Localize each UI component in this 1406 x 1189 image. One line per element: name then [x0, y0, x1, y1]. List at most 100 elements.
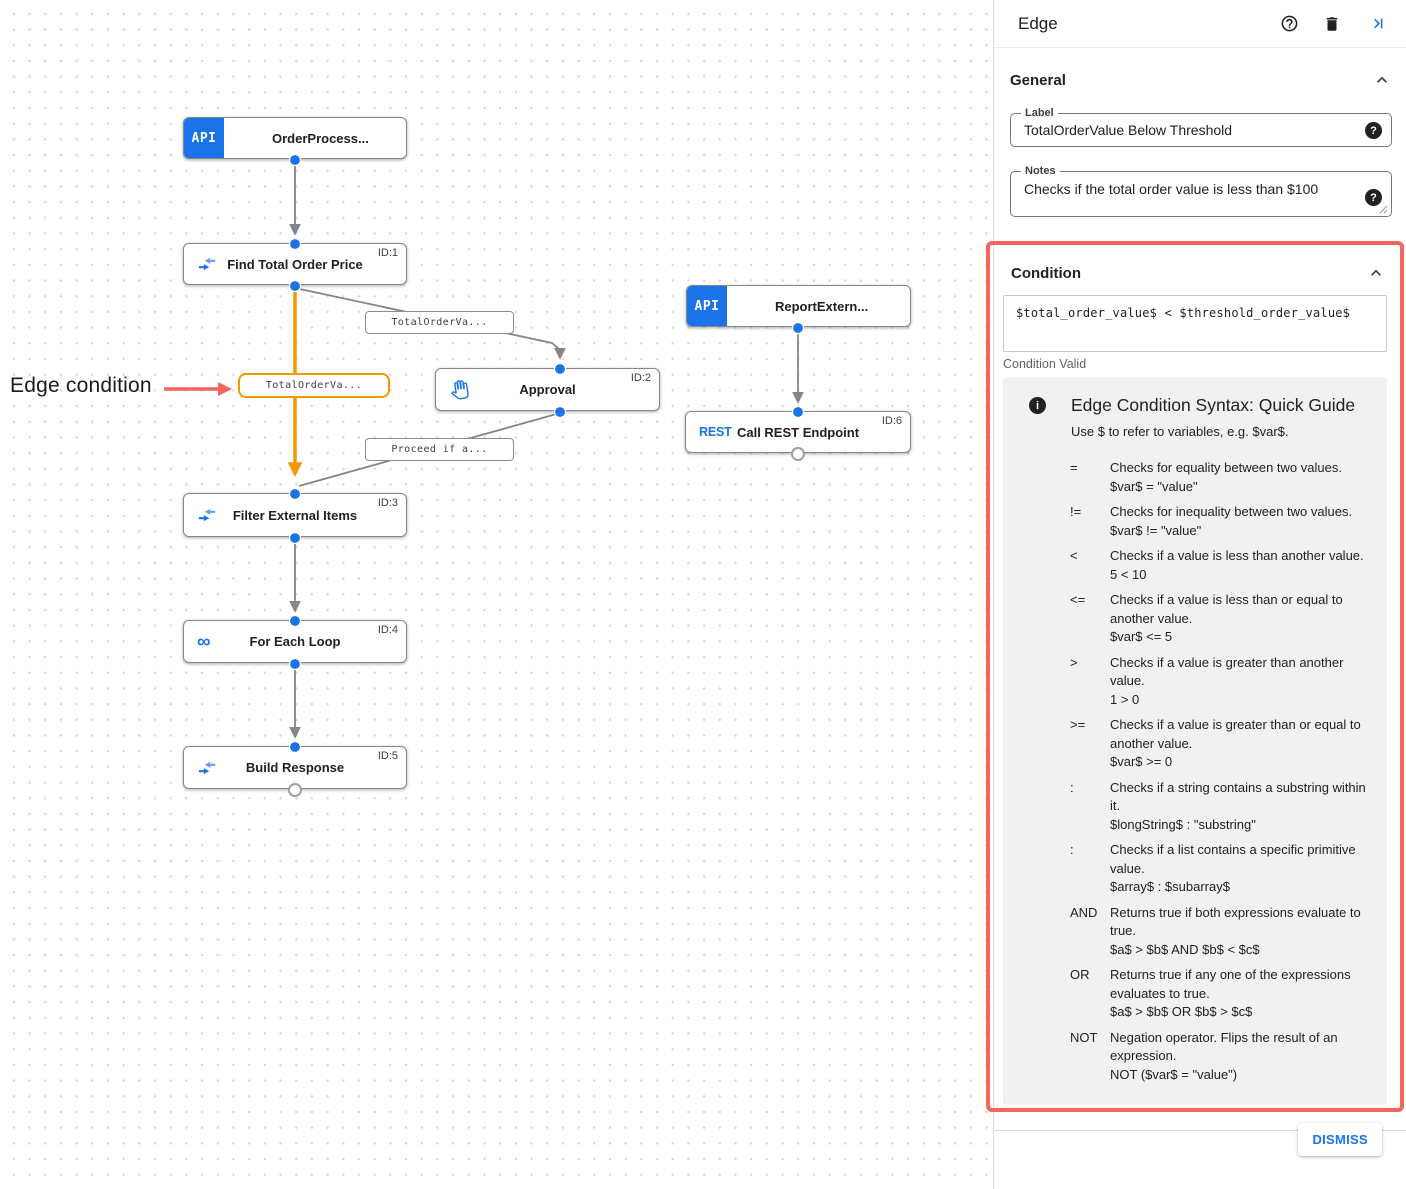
guide-row: > Checks if a value is greater than anot…	[1070, 654, 1371, 710]
guide-desc: Checks if a value is less than another v…	[1110, 548, 1364, 563]
notes-field[interactable]: Notes Checks if the total order value is…	[1010, 165, 1392, 217]
delete-edge-button[interactable]	[1323, 15, 1341, 33]
node-id-badge: ID:6	[881, 415, 902, 427]
port[interactable]	[288, 153, 302, 167]
notes-field-value[interactable]: Checks if the total order value is less …	[1024, 181, 1319, 197]
collapse-panel-icon[interactable]	[1365, 14, 1384, 33]
guide-op: <=	[1070, 592, 1086, 607]
guide-desc: Checks if a value is greater than or equ…	[1110, 717, 1361, 751]
edge-condition-annotation: Edge condition	[10, 374, 152, 397]
panel-title: Edge	[1018, 13, 1058, 33]
collapse-general-icon[interactable]	[1372, 70, 1392, 90]
guide-row: < Checks if a value is less than another…	[1070, 547, 1371, 584]
label-help-icon[interactable]: ?	[1365, 122, 1382, 139]
guide-row: NOT Negation operator. Flips the result …	[1070, 1029, 1371, 1085]
guide-row: <= Checks if a value is less than or equ…	[1070, 591, 1371, 647]
edge-label-totalorderva-approval[interactable]: TotalOrderVa...	[365, 311, 514, 334]
edge-label-totalorderva-selected[interactable]: TotalOrderVa...	[238, 373, 390, 398]
guide-desc: Returns true if both expressions evaluat…	[1110, 904, 1361, 939]
guide-op: :	[1070, 779, 1074, 795]
guide-example: $longString$ : "substring"	[1110, 816, 1256, 832]
node-id-badge: ID:3	[377, 497, 398, 509]
condition-expression-input[interactable]: $total_order_value$ < $threshold_order_v…	[1003, 295, 1387, 352]
approval-hand-icon	[448, 378, 471, 402]
guide-intro: Use $ to refer to variables, e.g. $var$.	[1071, 424, 1289, 439]
condition-heading: Condition	[1011, 264, 1081, 282]
guide-example: $a$ > $b$ OR $b$ > $c$	[1110, 1004, 1253, 1019]
general-section: General Label TotalOrderValue Below Thre…	[994, 48, 1406, 217]
guide-example: $var$ = "value"	[1110, 478, 1198, 494]
guide-desc: Returns true if any one of the expressio…	[1110, 967, 1351, 1001]
guide-row: : Checks if a list contains a specific p…	[1070, 841, 1371, 897]
guide-example: NOT ($var$ = "value")	[1110, 1066, 1238, 1082]
panel-footer-divider	[994, 1130, 1406, 1131]
dismiss-button[interactable]: DISMISS	[1298, 1123, 1382, 1156]
node-id-badge: ID:2	[630, 372, 651, 384]
node-orderprocess[interactable]: API OrderProcess...	[183, 117, 407, 159]
port[interactable]	[288, 487, 302, 501]
port[interactable]	[791, 405, 805, 419]
general-heading: General	[1010, 71, 1066, 89]
guide-example: $var$ >= 0	[1110, 754, 1173, 769]
guide-example: $a$ > $b$ AND $b$ < $c$	[1110, 941, 1260, 957]
guide-op: >=	[1070, 717, 1086, 732]
node-title: Find Total Order Price	[227, 256, 363, 272]
guide-op: >	[1070, 654, 1078, 670]
node-build-response[interactable]: Build Response ID:5	[183, 746, 407, 789]
port[interactable]	[288, 614, 302, 628]
notes-help-icon[interactable]: ?	[1365, 189, 1382, 206]
node-reportextern[interactable]: API ReportExtern...	[686, 285, 911, 327]
guide-op: AND	[1070, 904, 1098, 920]
help-button[interactable]	[1280, 14, 1299, 33]
node-approval[interactable]: Approval ID:2	[435, 368, 660, 411]
guide-desc: Checks if a value is greater than anothe…	[1110, 654, 1344, 689]
edge-label-proceed-if[interactable]: Proceed if a...	[365, 438, 514, 461]
guide-row: OR Returns true if any one of the expres…	[1070, 966, 1371, 1022]
guide-example: 5 < 10	[1110, 566, 1147, 582]
data-mapping-icon	[197, 257, 217, 272]
guide-row: : Checks if a string contains a substrin…	[1070, 779, 1371, 835]
guide-op: OR	[1070, 967, 1090, 982]
guide-op: <	[1070, 548, 1078, 563]
node-id-badge: ID:5	[377, 750, 398, 762]
port[interactable]	[553, 405, 567, 419]
guide-row: = Checks for equality between two values…	[1070, 459, 1371, 496]
port[interactable]	[288, 279, 302, 293]
guide-title: Edge Condition Syntax: Quick Guide	[1071, 395, 1356, 415]
port-open[interactable]	[791, 447, 805, 461]
node-title: Filter External Items	[232, 507, 358, 523]
condition-valid-status: Condition Valid	[1003, 357, 1087, 371]
collapse-condition-icon[interactable]	[1366, 263, 1386, 283]
port[interactable]	[791, 321, 805, 335]
guide-op: =	[1070, 460, 1078, 475]
annotation-arrow	[164, 382, 232, 396]
port[interactable]	[288, 740, 302, 754]
node-for-each-loop[interactable]: ∞ For Each Loop ID:4	[183, 620, 407, 663]
guide-desc: Checks for inequality between two values…	[1110, 504, 1353, 519]
label-field-value[interactable]: TotalOrderValue Below Threshold	[1024, 122, 1233, 138]
guide-example: $var$ != "value"	[1110, 522, 1202, 538]
info-icon: i	[1029, 397, 1046, 414]
api-trigger-icon: API	[687, 286, 727, 326]
guide-desc: Negation operator. Flips the result of a…	[1110, 1029, 1338, 1064]
node-title: OrderProcess...	[272, 130, 369, 146]
node-title: Call REST Endpoint	[736, 424, 860, 440]
port-open[interactable]	[288, 783, 302, 797]
port[interactable]	[288, 237, 302, 251]
resize-handle-icon[interactable]	[1379, 205, 1388, 214]
api-trigger-icon: API	[184, 118, 224, 158]
port[interactable]	[288, 657, 302, 671]
label-field[interactable]: Label TotalOrderValue Below Threshold ?	[1010, 107, 1392, 147]
port[interactable]	[553, 362, 567, 376]
guide-rows: = Checks for equality between two values…	[1070, 459, 1371, 1084]
guide-row: AND Returns true if both expressions eva…	[1070, 904, 1371, 960]
guide-op: :	[1070, 842, 1074, 857]
guide-row: >= Checks if a value is greater than or …	[1070, 716, 1371, 772]
label-field-label: Label	[1021, 107, 1058, 119]
guide-row: != Checks for inequality between two val…	[1070, 503, 1371, 540]
rest-icon: REST	[699, 425, 732, 439]
port[interactable]	[288, 531, 302, 545]
guide-op: NOT	[1070, 1029, 1098, 1045]
guide-example: $var$ <= 5	[1110, 629, 1173, 644]
flow-canvas[interactable]: API OrderProcess... Find Total Order Pri…	[0, 0, 993, 1189]
